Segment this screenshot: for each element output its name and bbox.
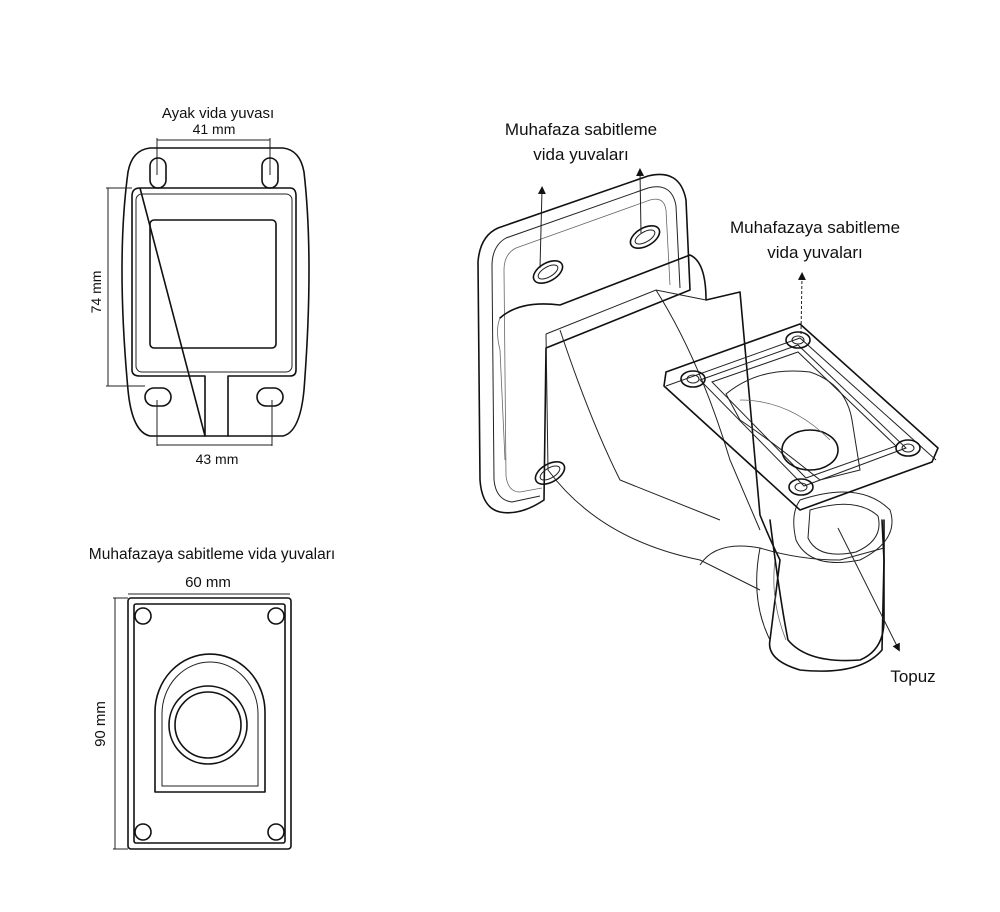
dimension-74mm: 74 mm bbox=[88, 187, 145, 387]
plate-hole-bottom-left-icon bbox=[134, 823, 152, 841]
iso-label-mount-line1: Muhafazaya sabitleme bbox=[730, 218, 900, 237]
foot-outline bbox=[121, 147, 310, 437]
mount-hole-left-icon bbox=[680, 370, 706, 388]
plate-hole-top-left-icon bbox=[134, 607, 152, 625]
plate-view-title: Muhafazaya sabitleme vida yuvaları bbox=[89, 546, 335, 563]
foot-center-window bbox=[149, 219, 277, 349]
arrow-knob bbox=[837, 527, 900, 652]
top-view: Ayak vida yuvası 41 mm 74 mm bbox=[88, 105, 310, 467]
bottom-right-slot-icon bbox=[256, 387, 284, 407]
wall-slot-upper-left-icon bbox=[532, 260, 564, 284]
plate-view: Muhafazaya sabitleme vida yuvaları 60 mm… bbox=[89, 546, 335, 850]
plate-inner-border bbox=[133, 603, 286, 844]
foot-inner-frame bbox=[131, 187, 297, 437]
knob-cylinder bbox=[769, 519, 885, 662]
bottom-left-slot-icon bbox=[144, 387, 172, 407]
top-view-title: Ayak vida yuvası bbox=[162, 105, 274, 122]
bracket-arm bbox=[499, 254, 885, 672]
dimension-74mm-label: 74 mm bbox=[88, 271, 104, 314]
dimension-41mm: 41 mm bbox=[156, 121, 271, 175]
top-left-slot-icon bbox=[149, 157, 167, 189]
dimension-60mm-label: 60 mm bbox=[185, 574, 231, 591]
mount-hole-right-icon bbox=[895, 439, 921, 457]
dimension-41mm-label: 41 mm bbox=[193, 121, 236, 137]
dimension-90mm-label: 90 mm bbox=[92, 701, 109, 747]
plate-hole-top-right-icon bbox=[267, 607, 285, 625]
mount-bore bbox=[725, 370, 861, 481]
wall-slot-upper-right-icon bbox=[629, 225, 661, 249]
plate-boss bbox=[154, 653, 266, 793]
arrow-housing-right bbox=[636, 168, 645, 234]
dimension-90mm: 90 mm bbox=[92, 597, 128, 850]
plate-center-bore-icon bbox=[168, 685, 248, 765]
dimension-43mm: 43 mm bbox=[156, 400, 273, 467]
mount-hole-bottom-icon bbox=[788, 478, 814, 496]
wall-plate bbox=[477, 173, 691, 514]
iso-label-mount-line2: vida yuvaları bbox=[767, 243, 862, 262]
iso-label-housing-line1: Muhafaza sabitleme bbox=[505, 120, 657, 139]
iso-view: Muhafaza sabitleme vida yuvaları Muhafaz… bbox=[477, 120, 939, 686]
arrow-housing-left bbox=[537, 186, 546, 269]
dimension-60mm: 60 mm bbox=[128, 574, 290, 595]
plate-hole-bottom-right-icon bbox=[267, 823, 285, 841]
top-mount-plate bbox=[663, 323, 939, 511]
mount-hole-top-icon bbox=[785, 331, 811, 349]
plate-outline bbox=[127, 597, 292, 850]
dimension-43mm-label: 43 mm bbox=[196, 451, 239, 467]
top-right-slot-icon bbox=[261, 157, 279, 189]
iso-label-knob: Topuz bbox=[890, 667, 935, 686]
iso-label-housing-line2: vida yuvaları bbox=[533, 145, 628, 164]
